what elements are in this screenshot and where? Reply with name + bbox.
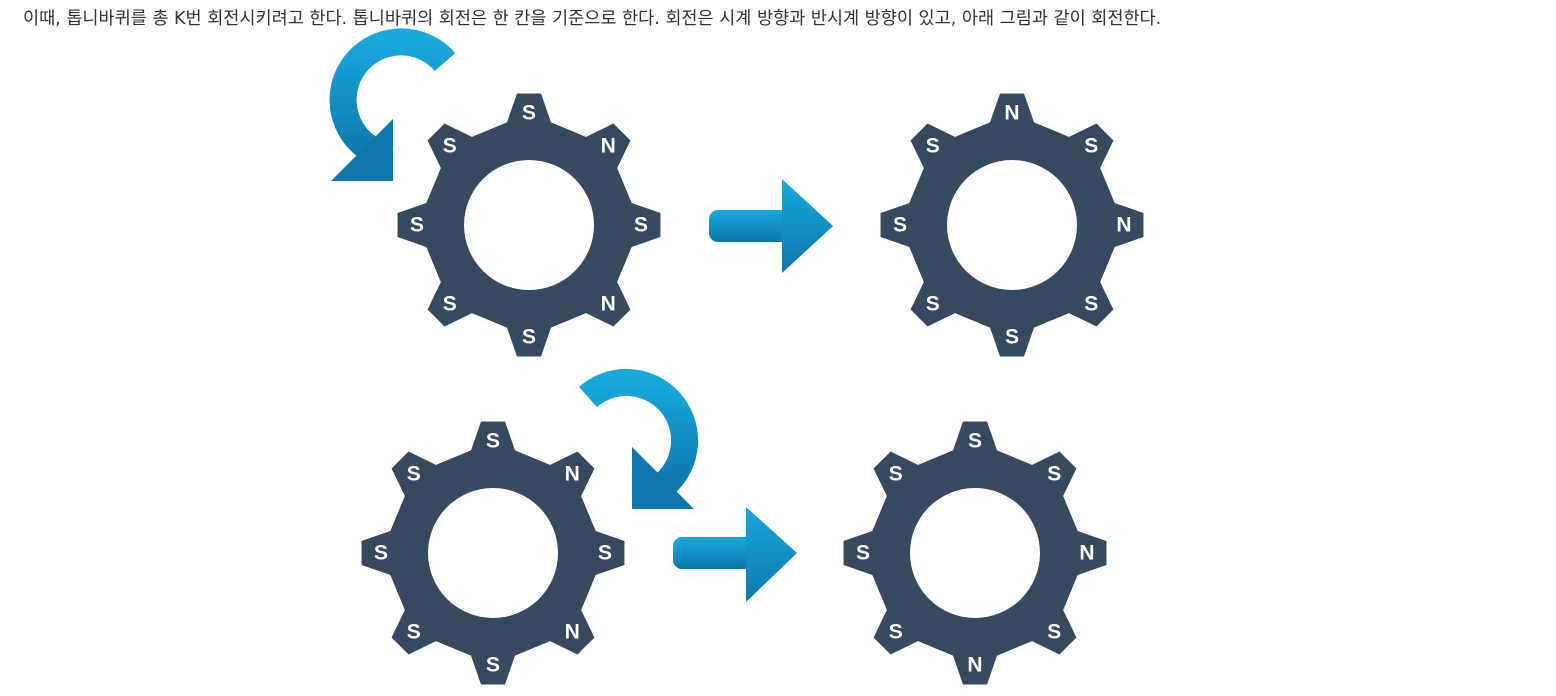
tooth-pole-label: S: [1047, 621, 1061, 644]
tooth-pole-label: N: [1116, 214, 1131, 237]
tooth-pole-label: N: [967, 654, 982, 677]
tooth-pole-label: S: [1005, 326, 1019, 349]
tooth-pole-label: N: [601, 134, 616, 157]
gear-before-clockwise: S N S N S S S S: [361, 421, 625, 685]
tooth-pole-label: S: [968, 430, 982, 453]
tooth-pole-label: S: [1084, 134, 1098, 157]
tooth-pole-label: S: [443, 293, 457, 316]
tooth-pole-label: S: [889, 621, 903, 644]
gear-before-counterclockwise: S N S N S S S S: [397, 93, 661, 357]
tooth-pole-label: S: [407, 462, 421, 485]
tooth-pole-label: N: [565, 621, 580, 644]
gear-after-counterclockwise: N S N S S S S S: [880, 93, 1144, 357]
tooth-pole-label: S: [410, 214, 424, 237]
tooth-pole-label: S: [407, 621, 421, 644]
gear-body: [361, 421, 625, 685]
tooth-pole-label: N: [1079, 542, 1094, 565]
result-arrow-icon: [673, 507, 797, 602]
tooth-pole-label: S: [926, 293, 940, 316]
gear-body: [880, 93, 1144, 357]
tooth-pole-label: S: [634, 214, 648, 237]
rotate-clockwise-icon: [579, 368, 699, 509]
tooth-pole-label: S: [889, 462, 903, 485]
tooth-pole-label: S: [598, 542, 612, 565]
tooth-pole-label: S: [926, 134, 940, 157]
example-clockwise: S N S N S S S S S S N S N S S S: [361, 368, 1107, 685]
example-counterclockwise: S N S N S S S S N S N S S S S S: [329, 28, 1144, 357]
tooth-pole-label: N: [1004, 102, 1019, 125]
tooth-pole-label: S: [374, 542, 388, 565]
tooth-pole-label: S: [856, 542, 870, 565]
tooth-pole-label: S: [893, 214, 907, 237]
tooth-pole-label: S: [486, 430, 500, 453]
tooth-pole-label: N: [565, 462, 580, 485]
tooth-pole-label: S: [522, 326, 536, 349]
problem-description: 이때, 톱니바퀴를 총 K번 회전시키려고 한다. 톱니바퀴의 회전은 한 칸을…: [23, 9, 1162, 29]
gear-body: [843, 421, 1107, 685]
tooth-pole-label: S: [443, 134, 457, 157]
rotate-counterclockwise-icon: [329, 28, 456, 181]
tooth-pole-label: S: [1047, 462, 1061, 485]
tooth-pole-label: S: [486, 654, 500, 677]
tooth-pole-label: N: [601, 293, 616, 316]
tooth-pole-label: S: [1084, 293, 1098, 316]
gear-body: [397, 93, 661, 357]
tooth-pole-label: S: [522, 102, 536, 125]
result-arrow-icon: [709, 179, 833, 273]
gear-after-clockwise: S S N S N S S S: [843, 421, 1107, 685]
